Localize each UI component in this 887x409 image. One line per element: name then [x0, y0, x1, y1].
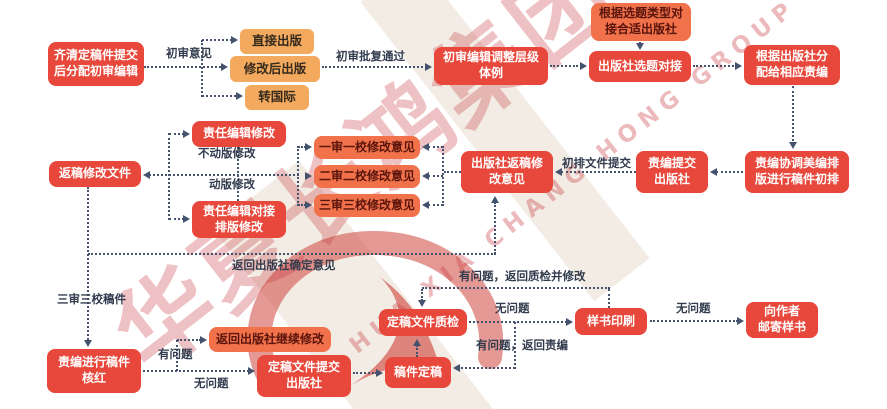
- node-quality-check: 定稿文件质检: [379, 309, 467, 336]
- edge-label-initial-review-approved: 初审批复通过: [336, 49, 405, 63]
- node-final-submit: 定稿文件提交 出版社: [257, 355, 351, 397]
- edge-label-no-problem-mail: 无问题: [676, 301, 711, 315]
- node-to-international: 转国际: [245, 85, 309, 110]
- node-editor-revise: 责任编辑修改: [192, 121, 286, 147]
- flow-line: [650, 320, 738, 322]
- node-initial-layout: 责编协调美编排 版进行稿件初排: [745, 151, 849, 193]
- arrow-right-icon: [735, 62, 742, 70]
- edge-label-problem-return-qc: 有问题，返回质检并修改: [459, 269, 586, 283]
- node-review2: 二审二校修改意见: [314, 165, 420, 188]
- node-qiqing-submit: 齐清定稿件提交 后分配初审编辑: [48, 42, 144, 86]
- edge-label-initial-review-opinion: 初审意见: [166, 46, 212, 60]
- arrow-down-icon: [84, 340, 92, 347]
- flow-line: [87, 187, 89, 340]
- arrow-right-icon: [305, 201, 312, 209]
- flow-line: [169, 133, 184, 135]
- node-return-file: 返稿修改文件: [49, 161, 141, 187]
- node-mail-author: 向作者 邮寄样书: [746, 302, 818, 338]
- arrow-right-icon: [200, 336, 207, 344]
- flow-line: [428, 204, 443, 206]
- node-review3: 三审三校修改意见: [314, 194, 420, 217]
- flow-line: [608, 289, 610, 308]
- edge-label-three-review: 三审三校稿件: [57, 292, 126, 306]
- arrow-down-icon: [636, 43, 644, 50]
- flow-line: [144, 66, 224, 68]
- edge-label-initial-layout-submit: 初排文件提交: [562, 156, 631, 170]
- flow-line: [353, 372, 377, 374]
- arrow-right-icon: [236, 92, 243, 100]
- flow-line: [561, 171, 636, 173]
- flow-line: [469, 321, 567, 323]
- flow-line: [322, 66, 423, 68]
- flow-line: [716, 171, 743, 173]
- arrow-up-icon: [491, 196, 499, 203]
- node-sample-print: 样书印刷: [575, 308, 647, 335]
- flow-line: [550, 65, 578, 67]
- flow-line: [792, 86, 794, 141]
- arrow-right-icon: [248, 367, 255, 375]
- arrow-down-icon: [789, 142, 797, 149]
- arrow-down-icon: [418, 300, 426, 307]
- arrow-right-icon: [566, 318, 573, 326]
- arrow-right-icon: [305, 143, 312, 151]
- node-press-feedback: 出版社返稿修 改意见: [461, 151, 553, 193]
- node-direct-publish: 直接出版: [240, 29, 314, 54]
- flow-line: [428, 146, 443, 148]
- arrow-left-icon: [422, 172, 429, 180]
- node-topic-connect: 出版社选题对接: [589, 51, 691, 82]
- edge-label-no-problem: 无问题: [194, 376, 229, 390]
- arrow-left-icon: [422, 143, 429, 151]
- flow-line: [149, 174, 299, 176]
- flow-line: [176, 340, 178, 371]
- flow-line: [457, 367, 515, 369]
- node-proofread-red: 责编进行稿件 核红: [47, 349, 141, 393]
- flow-line: [298, 146, 306, 148]
- flow-line: [168, 133, 170, 220]
- arrow-right-icon: [183, 215, 190, 223]
- flow-line: [177, 339, 201, 341]
- arrow-left-icon: [143, 171, 150, 179]
- edge-label-no-problem-print: 无问题: [495, 301, 530, 315]
- flow-line: [422, 287, 610, 289]
- arrow-right-icon: [231, 36, 238, 44]
- node-finalize: 稿件定稿: [385, 357, 451, 388]
- arrow-right-icon: [425, 63, 432, 71]
- arrow-right-icon: [221, 63, 228, 71]
- flow-line: [297, 146, 299, 206]
- flow-line: [202, 39, 232, 41]
- node-assign-editor: 根据出版社分 配给相应责编: [744, 45, 840, 85]
- arrow-left-icon: [453, 364, 460, 372]
- edge-label-no-reflow: 不动版修改: [198, 146, 256, 160]
- arrow-right-icon: [376, 369, 383, 377]
- arrow-left-icon: [422, 201, 429, 209]
- flow-line: [494, 202, 496, 254]
- node-match-press: 根据选题类型对 接合适出版社: [591, 3, 691, 41]
- node-editor-layout: 责任编辑对接 排版修改: [192, 201, 286, 238]
- edge-label-has-problem: 有问题: [158, 347, 193, 361]
- arrow-right-icon: [580, 62, 587, 70]
- flow-line: [444, 171, 461, 173]
- edge-label-problem-return-editor: 有问题，返回责编: [476, 338, 568, 352]
- flow-line: [169, 218, 184, 220]
- node-revise-publish: 修改后出版: [230, 56, 320, 82]
- node-review1: 一审一校修改意见: [314, 136, 420, 159]
- arrow-left-icon: [710, 168, 717, 176]
- edge-label-return-press-confirm: 返回出版社确定意见: [232, 258, 336, 272]
- flow-line: [88, 253, 496, 255]
- flow-line: [693, 65, 734, 67]
- flow-line: [201, 40, 203, 97]
- arrow-right-icon: [737, 317, 744, 325]
- arrow-right-icon: [305, 172, 312, 180]
- arrow-right-icon: [183, 130, 190, 138]
- flow-line: [143, 370, 249, 372]
- node-submit-press: 责编提交 出版社: [636, 151, 708, 193]
- flow-line: [416, 345, 418, 357]
- flow-line: [428, 175, 443, 177]
- edge-label-reflow: 动版修改: [209, 177, 255, 191]
- arrow-up-icon: [413, 339, 421, 346]
- node-adjust-style: 初审编辑调整层级 体例: [434, 47, 548, 85]
- flow-line: [202, 95, 236, 97]
- node-return-press-modify: 返回出版社继续修改: [209, 327, 331, 352]
